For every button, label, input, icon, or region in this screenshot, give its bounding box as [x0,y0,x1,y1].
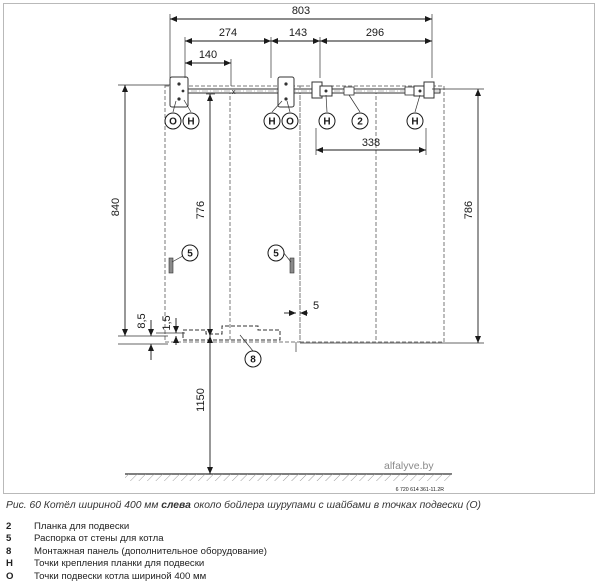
legend-text: Точки крепления планки для подвески [34,558,205,570]
installation-diagram: x [110,5,484,493]
figure-caption: Рис. 60 Котёл шириной 400 мм слева около… [6,500,596,511]
legend-item: 8 Монтажная панель (дополнительное оборуд… [6,546,267,558]
dimension-803: 803 [292,5,310,17]
svg-text:H: H [187,117,194,128]
legend-text: Монтажная панель (дополнительное оборудо… [34,545,267,557]
legend-key: O [6,570,14,582]
svg-text:H: H [411,117,418,128]
floor [125,473,452,481]
document-code: 6 720 614 361-11.2R [396,487,445,493]
dimension-1150: 1150 [195,388,207,412]
dimension-840: 840 [110,198,122,216]
svg-text:O: O [169,117,177,128]
dimension-140: 140 [199,49,217,61]
dimension-274: 274 [219,27,237,39]
legend: 2 Планка для подвески 5 Распорка от стены … [6,521,267,583]
svg-text:O: O [286,117,294,128]
svg-text:5: 5 [187,249,193,260]
dimension-338: 338 [362,137,380,149]
mounting-panel [182,325,281,341]
legend-text: Планка для подвески [34,521,130,532]
boiler-outline [164,85,301,343]
dimension-296: 296 [366,27,384,39]
marker-H-left: H [182,112,200,130]
marker-O-middle: O [281,112,299,130]
caption-suffix: около бойлера шурупами с шайбами в точка… [190,500,481,511]
legend-key: 8 [6,545,12,557]
svg-text:8: 8 [250,355,256,366]
svg-text:H: H [268,117,275,128]
watermark: alfalyve.by [384,460,434,472]
marker-8-panel: 8 [244,350,262,368]
legend-text: Распорка от стены для котла [34,533,164,545]
spacer-left [168,257,174,274]
water-heater-outline [299,85,445,343]
marker-H-rail-right: H [406,112,424,130]
svg-text:2: 2 [357,117,363,128]
legend-text: Точки подвески котла шириной 400 мм [34,570,207,582]
dimension-1-5: 1,5 [161,315,173,330]
svg-text:H: H [323,117,330,128]
marker-5-left: 5 [181,244,199,262]
caption-bold: слева [161,500,191,511]
dimension-lines [122,16,481,474]
svg-text:5: 5 [273,249,279,260]
marker-2-rail: 2 [351,112,369,130]
marker-H-rail-left: H [318,112,336,130]
dimension-786: 786 [463,201,475,219]
spacer-right [289,257,295,274]
legend-item: O Точки подвески котла шириной 400 мм [6,571,267,583]
legend-key: 5 [6,533,12,545]
marker-O-left: O [164,112,182,130]
legend-key: H [6,558,13,570]
dimension-8-5: 8,5 [136,313,148,328]
legend-item: 2 Планка для подвески [6,521,267,533]
extension-lines [118,14,484,352]
legend-key: 2 [6,521,12,532]
legend-item: H Точки крепления планки для подвески [6,558,267,570]
dimension-776: 776 [195,201,207,219]
marker-5-right: 5 [267,244,285,262]
dimension-5: 5 [313,300,319,312]
caption-prefix: Рис. 60 Котёл шириной 400 мм [6,500,162,511]
hanging-rail: x [169,76,441,108]
marker-H-middle: H [263,112,281,130]
legend-item: 5 Распорка от стены для котла [6,533,267,545]
svg-text:x: x [232,89,236,96]
dimension-143: 143 [289,27,307,39]
